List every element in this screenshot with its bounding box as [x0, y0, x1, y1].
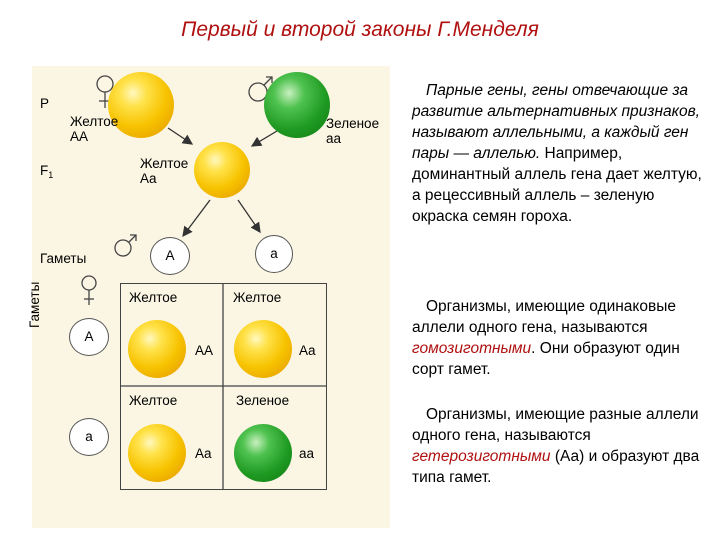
cell-label: Желтое	[129, 393, 178, 408]
f1-label: F1	[40, 163, 54, 180]
green-pea-icon	[234, 424, 292, 482]
arrow-icon	[167, 127, 194, 145]
yellow-pea-icon	[234, 320, 292, 378]
gametes-label: Гаметы	[40, 251, 87, 266]
green-pea-icon	[264, 72, 330, 138]
arrow-icon	[182, 199, 211, 238]
punnett-square	[120, 283, 327, 490]
arrow-icon	[237, 199, 261, 234]
paragraph-homozygous: Организмы, имеющие одинаковые аллели одн…	[412, 298, 680, 378]
yellow-pea-icon	[194, 142, 250, 198]
paragraph-heterozygous: Организмы, имеющие разные аллели одного …	[412, 406, 700, 486]
paragraph-alleles: Парные гены, гены отвечающие за развитие…	[412, 82, 702, 225]
row-gamete-a: a	[69, 418, 109, 456]
cell-genotype: AA	[195, 343, 214, 358]
gamete-a: a	[255, 235, 293, 273]
female-symbol-icon	[81, 275, 97, 305]
cell-label: Зеленое	[236, 393, 290, 408]
gametes-vertical-label: Гаметы	[27, 281, 42, 328]
gamete-A: A	[150, 237, 190, 275]
row-gamete-A: A	[69, 318, 109, 356]
male-symbol-icon	[114, 234, 137, 257]
yellow-pea-icon	[128, 320, 186, 378]
cell-genotype: Aa	[195, 446, 212, 461]
cell-label: Желтое	[129, 290, 178, 305]
yellow-pea-icon	[108, 72, 174, 138]
cell-genotype: Aa	[299, 343, 316, 358]
yellow-pea-icon	[128, 424, 186, 482]
p-label: P	[40, 96, 50, 111]
page-title: Первый и второй законы Г.Менделя	[181, 18, 539, 41]
cell-label: Желтое	[233, 290, 282, 305]
cell-genotype: aa	[299, 446, 315, 461]
